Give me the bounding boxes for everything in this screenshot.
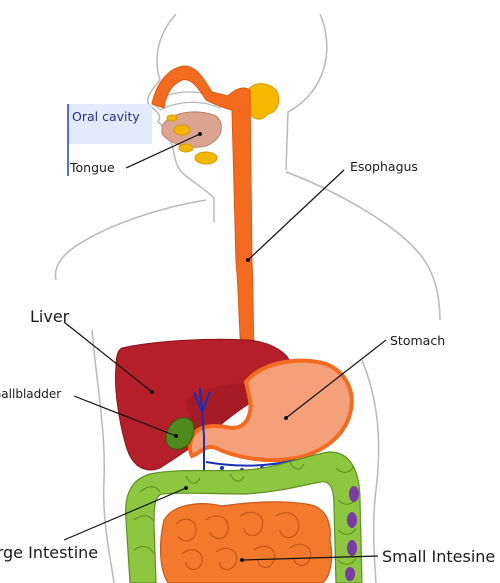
large-intestine — [125, 451, 363, 583]
tongue-leader — [125, 133, 201, 169]
body-outline — [54, 13, 441, 583]
oral-cavity-annotation — [67, 104, 152, 176]
esophagus-leader — [247, 169, 345, 261]
label-liver: Liver — [30, 307, 70, 326]
small-intestine-shape — [159, 501, 333, 583]
appendix — [345, 486, 359, 581]
label-stomach: Stomach — [390, 333, 445, 348]
head-outline — [146, 13, 215, 222]
stomach-leader — [285, 339, 387, 419]
tongue-shape — [161, 111, 222, 148]
large-intestine-shape — [125, 451, 363, 583]
gallbladder — [165, 417, 195, 450]
bile-duct-main — [199, 387, 205, 470]
haustra-marks — [133, 461, 357, 565]
large-intestine-leader — [63, 487, 187, 541]
label-oral-cavity: Oral cavity — [72, 109, 140, 124]
label-gallbladder: Gallbladder — [0, 387, 61, 401]
leader-lines — [63, 133, 387, 561]
appendix-1 — [349, 486, 359, 502]
shoulder-right — [285, 171, 441, 321]
appendix-2 — [347, 512, 357, 528]
submandibular-gland — [194, 151, 218, 165]
gallbladder-shape — [165, 417, 195, 450]
label-small-intestine: Small Intesine — [382, 547, 495, 566]
gallbladder-leader — [73, 395, 177, 437]
minor-gland — [166, 114, 178, 122]
sublingual-gland-1 — [173, 124, 191, 136]
small-intestine — [159, 501, 333, 583]
bile-duct-branch-right — [201, 391, 211, 413]
neck-back — [285, 13, 328, 171]
sublingual-gland-2 — [178, 143, 194, 153]
stomach-shape — [188, 358, 354, 463]
leader-dots — [150, 132, 288, 562]
torso-right — [361, 359, 380, 583]
shoulder-left — [54, 199, 207, 281]
stomach — [188, 358, 354, 463]
appendix-4 — [345, 567, 355, 581]
liver-leader — [63, 321, 153, 393]
oral-cavity-highlight — [68, 104, 152, 144]
appendix-3 — [347, 540, 357, 556]
small-intestine-leader — [241, 555, 379, 561]
label-large-intestine: Large Intestine — [0, 543, 98, 562]
bile-duct-branch-left — [193, 391, 203, 413]
torso-left — [91, 329, 115, 583]
label-esophagus: Esophagus — [350, 159, 418, 174]
label-tongue: Tongue — [69, 160, 115, 175]
